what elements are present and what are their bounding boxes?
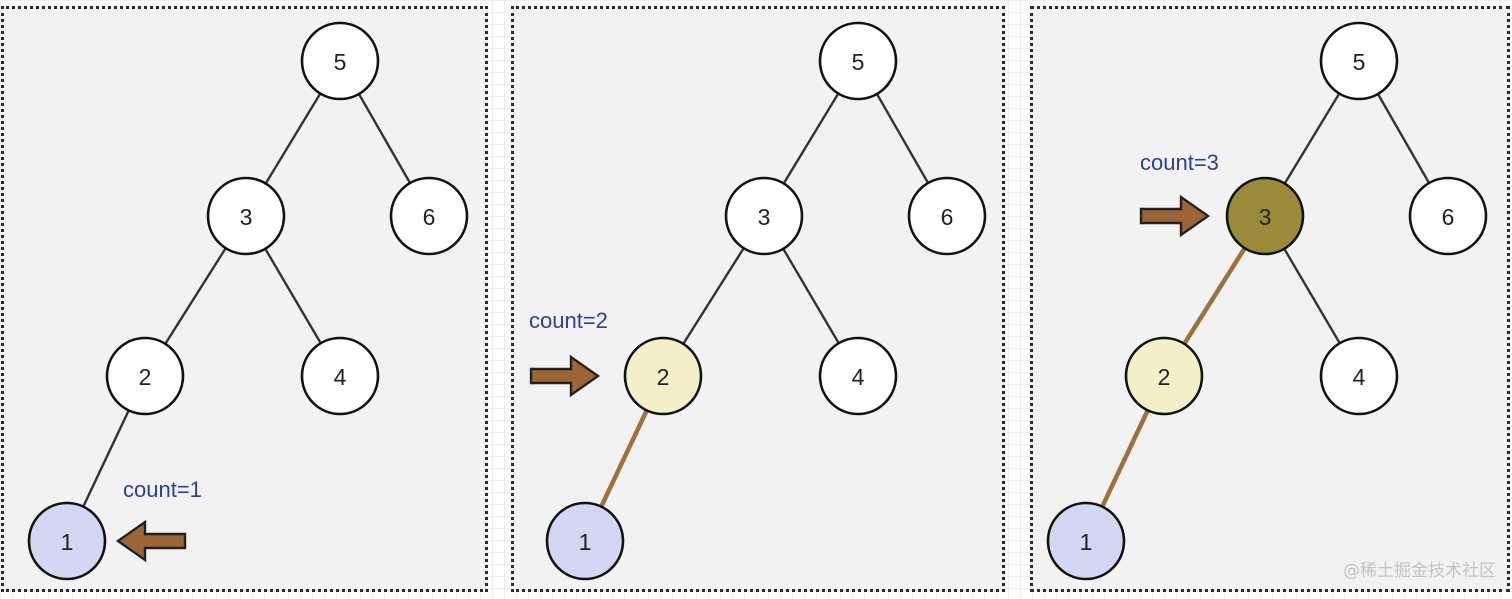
tree-node-4: 4 — [300, 336, 380, 416]
tree-node-6: 6 — [907, 176, 987, 256]
node-label: 2 — [657, 364, 670, 390]
tree-node-5: 5 — [300, 21, 380, 101]
node-circle — [27, 501, 107, 581]
count-label: count=3 — [1140, 150, 1219, 175]
node-circle — [1124, 336, 1204, 416]
node-label: 5 — [852, 49, 865, 75]
node-label: 2 — [139, 364, 152, 390]
node-label: 4 — [1353, 364, 1366, 390]
node-circle — [724, 176, 804, 256]
tree-node-5: 5 — [1319, 21, 1399, 101]
tree-panel-3: 5 3 6 2 4 1 count=3 — [1046, 21, 1488, 581]
node-circle — [206, 176, 286, 256]
node-circle — [1225, 176, 1305, 256]
node-circle — [818, 336, 898, 416]
tree-node-3: 3 — [206, 176, 286, 256]
node-circle — [1408, 176, 1488, 256]
arrow-right-icon — [1139, 194, 1211, 238]
node-label: 4 — [852, 364, 865, 390]
tree-node-2: 2 — [105, 336, 185, 416]
tree-node-1: 1 — [1046, 501, 1126, 581]
arrow-right-icon — [529, 354, 601, 398]
node-label: 5 — [1353, 49, 1366, 75]
arrow-left-icon — [115, 519, 187, 563]
node-label: 2 — [1158, 364, 1171, 390]
count-label: count=2 — [529, 308, 608, 333]
node-circle — [907, 176, 987, 256]
panel-step-1 — [1, 6, 488, 592]
node-label: 6 — [1442, 204, 1455, 230]
tree-node-2: 2 — [623, 336, 703, 416]
tree-node-1: 1 — [27, 501, 107, 581]
node-label: 3 — [1259, 204, 1272, 230]
node-label: 1 — [579, 529, 592, 555]
tree-node-3: 3 — [1225, 176, 1305, 256]
count-label: count=1 — [123, 477, 202, 502]
tree-node-3: 3 — [724, 176, 804, 256]
watermark: @稀土掘金技术社区 — [1343, 561, 1496, 581]
node-circle — [389, 176, 469, 256]
node-label: 3 — [240, 204, 253, 230]
node-circle — [1319, 336, 1399, 416]
tree-node-1: 1 — [545, 501, 625, 581]
node-circle — [623, 336, 703, 416]
node-circle — [1319, 21, 1399, 101]
tree-node-4: 4 — [818, 336, 898, 416]
node-label: 6 — [941, 204, 954, 230]
node-label: 1 — [1080, 529, 1093, 555]
tree-node-6: 6 — [389, 176, 469, 256]
tree-panel-1: 5 3 6 2 4 1 count=1 — [27, 21, 469, 581]
panel-step-2 — [511, 6, 1005, 592]
tree-node-4: 4 — [1319, 336, 1399, 416]
node-circle — [300, 21, 380, 101]
node-label: 1 — [61, 529, 74, 555]
node-label: 5 — [334, 49, 347, 75]
tree-node-6: 6 — [1408, 176, 1488, 256]
node-label: 6 — [423, 204, 436, 230]
node-circle — [545, 501, 625, 581]
tree-panel-2: 5 3 6 2 4 1 count=2 — [529, 21, 987, 581]
node-circle — [105, 336, 185, 416]
tree-node-2: 2 — [1124, 336, 1204, 416]
node-circle — [818, 21, 898, 101]
tree-node-5: 5 — [818, 21, 898, 101]
node-circle — [1046, 501, 1126, 581]
node-label: 3 — [758, 204, 771, 230]
node-label: 4 — [334, 364, 347, 390]
node-circle — [300, 336, 380, 416]
